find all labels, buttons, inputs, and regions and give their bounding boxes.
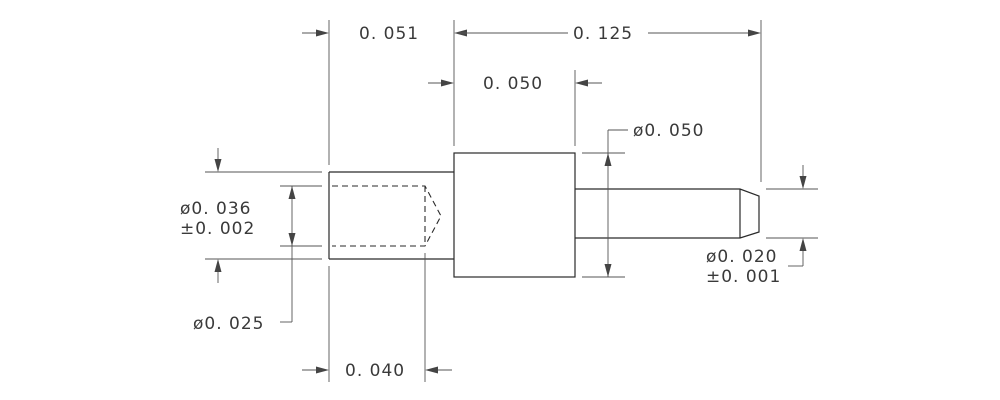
dim-length-body: 0. 050: [483, 74, 543, 94]
dimension-labels: 0. 051 0. 125 0. 050 ø0. 050 ø0. 036 ±0.…: [180, 24, 781, 381]
body-section: [453, 152, 576, 278]
dim-dia-pin: ø0. 020: [706, 247, 777, 267]
hidden-bore: [332, 185, 442, 247]
dim-length-overall-right: 0. 125: [573, 24, 633, 44]
socket-section: [328, 171, 454, 260]
dim-dia-body: ø0. 050: [633, 121, 704, 141]
dim-dia-socket-tol: ±0. 002: [180, 219, 255, 239]
dim-length-socket: 0. 051: [359, 24, 419, 44]
dim-bore-depth: 0. 040: [345, 361, 405, 381]
pin-section: [575, 188, 760, 239]
dimension-lines: [214, 29, 807, 374]
part-outline: [328, 152, 760, 278]
dim-dia-bore: ø0. 025: [193, 314, 264, 334]
dim-dia-socket: ø0. 036: [180, 199, 251, 219]
dim-dia-pin-tol: ±0. 001: [706, 267, 781, 287]
